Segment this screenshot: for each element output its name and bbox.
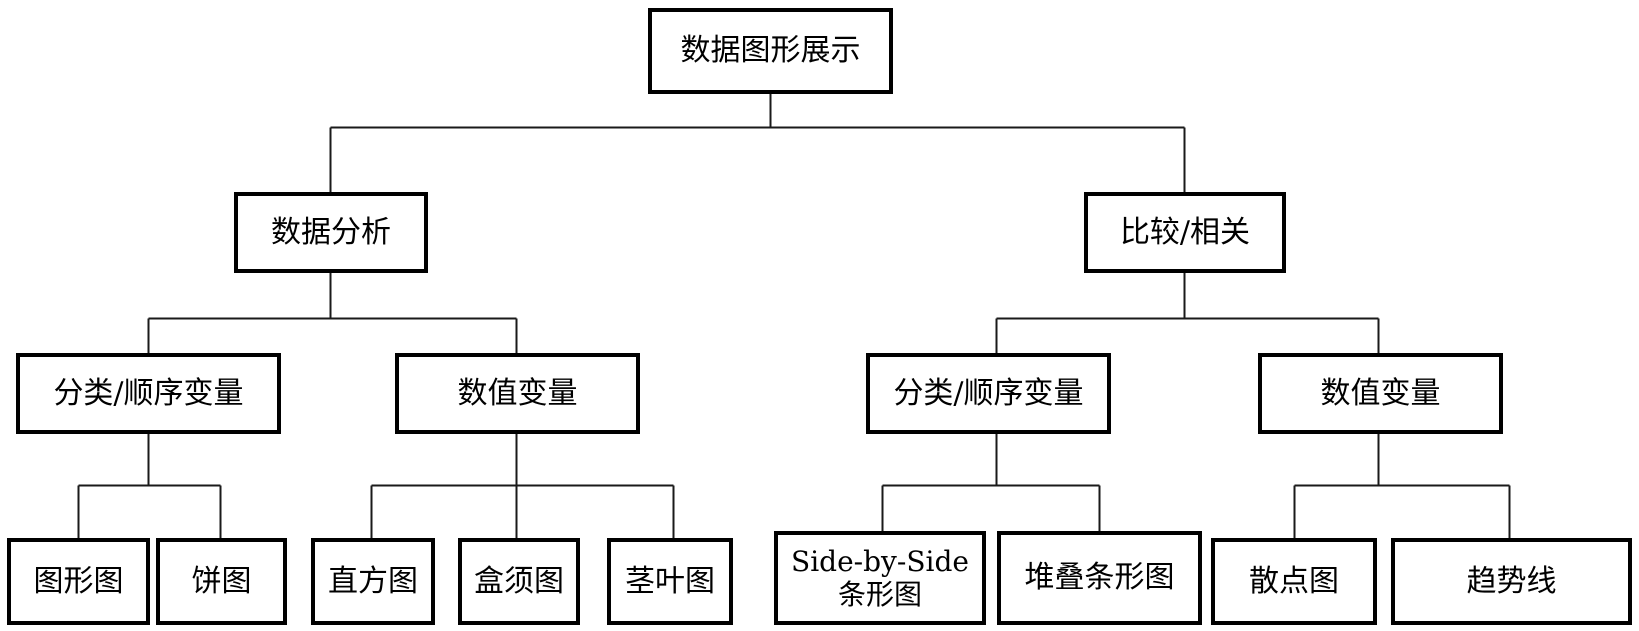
node-analysis-label: 数据分析 <box>271 214 391 250</box>
node-comparison-numeric-label: 数值变量 <box>1320 375 1441 411</box>
node-leaf-graph-chart-label: 图形图 <box>33 563 124 599</box>
node-comparison[interactable]: 比较/相关 <box>1084 192 1286 273</box>
node-analysis-numeric-label: 数值变量 <box>457 375 578 411</box>
node-leaf-histogram-label: 直方图 <box>328 563 418 599</box>
node-analysis-numeric[interactable]: 数值变量 <box>395 353 640 434</box>
node-leaf-stacked-bar[interactable]: 堆叠条形图 <box>997 531 1202 625</box>
node-analysis-categorical-label: 分类/顺序变量 <box>53 375 244 411</box>
node-root-label: 数据图形展示 <box>680 33 861 69</box>
node-comparison-label: 比较/相关 <box>1119 214 1251 250</box>
node-comparison-categorical-label: 分类/顺序变量 <box>893 375 1084 411</box>
node-leaf-trendline-label: 趋势线 <box>1466 563 1557 599</box>
node-leaf-pie-chart-label: 饼图 <box>191 563 252 599</box>
node-leaf-boxplot[interactable]: 盒须图 <box>458 538 580 625</box>
node-leaf-stem-leaf-label: 茎叶图 <box>625 563 715 599</box>
node-leaf-trendline[interactable]: 趋势线 <box>1391 538 1632 625</box>
node-leaf-pie-chart[interactable]: 饼图 <box>156 538 287 625</box>
node-leaf-side-by-side-bar-label: Side-by-Side 条形图 <box>791 544 969 611</box>
node-leaf-boxplot-label: 盒须图 <box>474 563 564 599</box>
node-comparison-categorical[interactable]: 分类/顺序变量 <box>866 353 1111 434</box>
node-leaf-graph-chart[interactable]: 图形图 <box>7 538 150 625</box>
node-analysis-categorical[interactable]: 分类/顺序变量 <box>16 353 281 434</box>
node-leaf-stem-leaf[interactable]: 茎叶图 <box>607 538 733 625</box>
node-leaf-scatter-label: 散点图 <box>1249 563 1339 599</box>
node-root[interactable]: 数据图形展示 <box>648 8 893 94</box>
node-analysis[interactable]: 数据分析 <box>234 192 428 273</box>
node-leaf-scatter[interactable]: 散点图 <box>1211 538 1377 625</box>
node-leaf-stacked-bar-label: 堆叠条形图 <box>1024 560 1175 596</box>
node-leaf-side-by-side-bar[interactable]: Side-by-Side 条形图 <box>774 531 986 625</box>
node-comparison-numeric[interactable]: 数值变量 <box>1258 353 1503 434</box>
node-leaf-histogram[interactable]: 直方图 <box>311 538 435 625</box>
